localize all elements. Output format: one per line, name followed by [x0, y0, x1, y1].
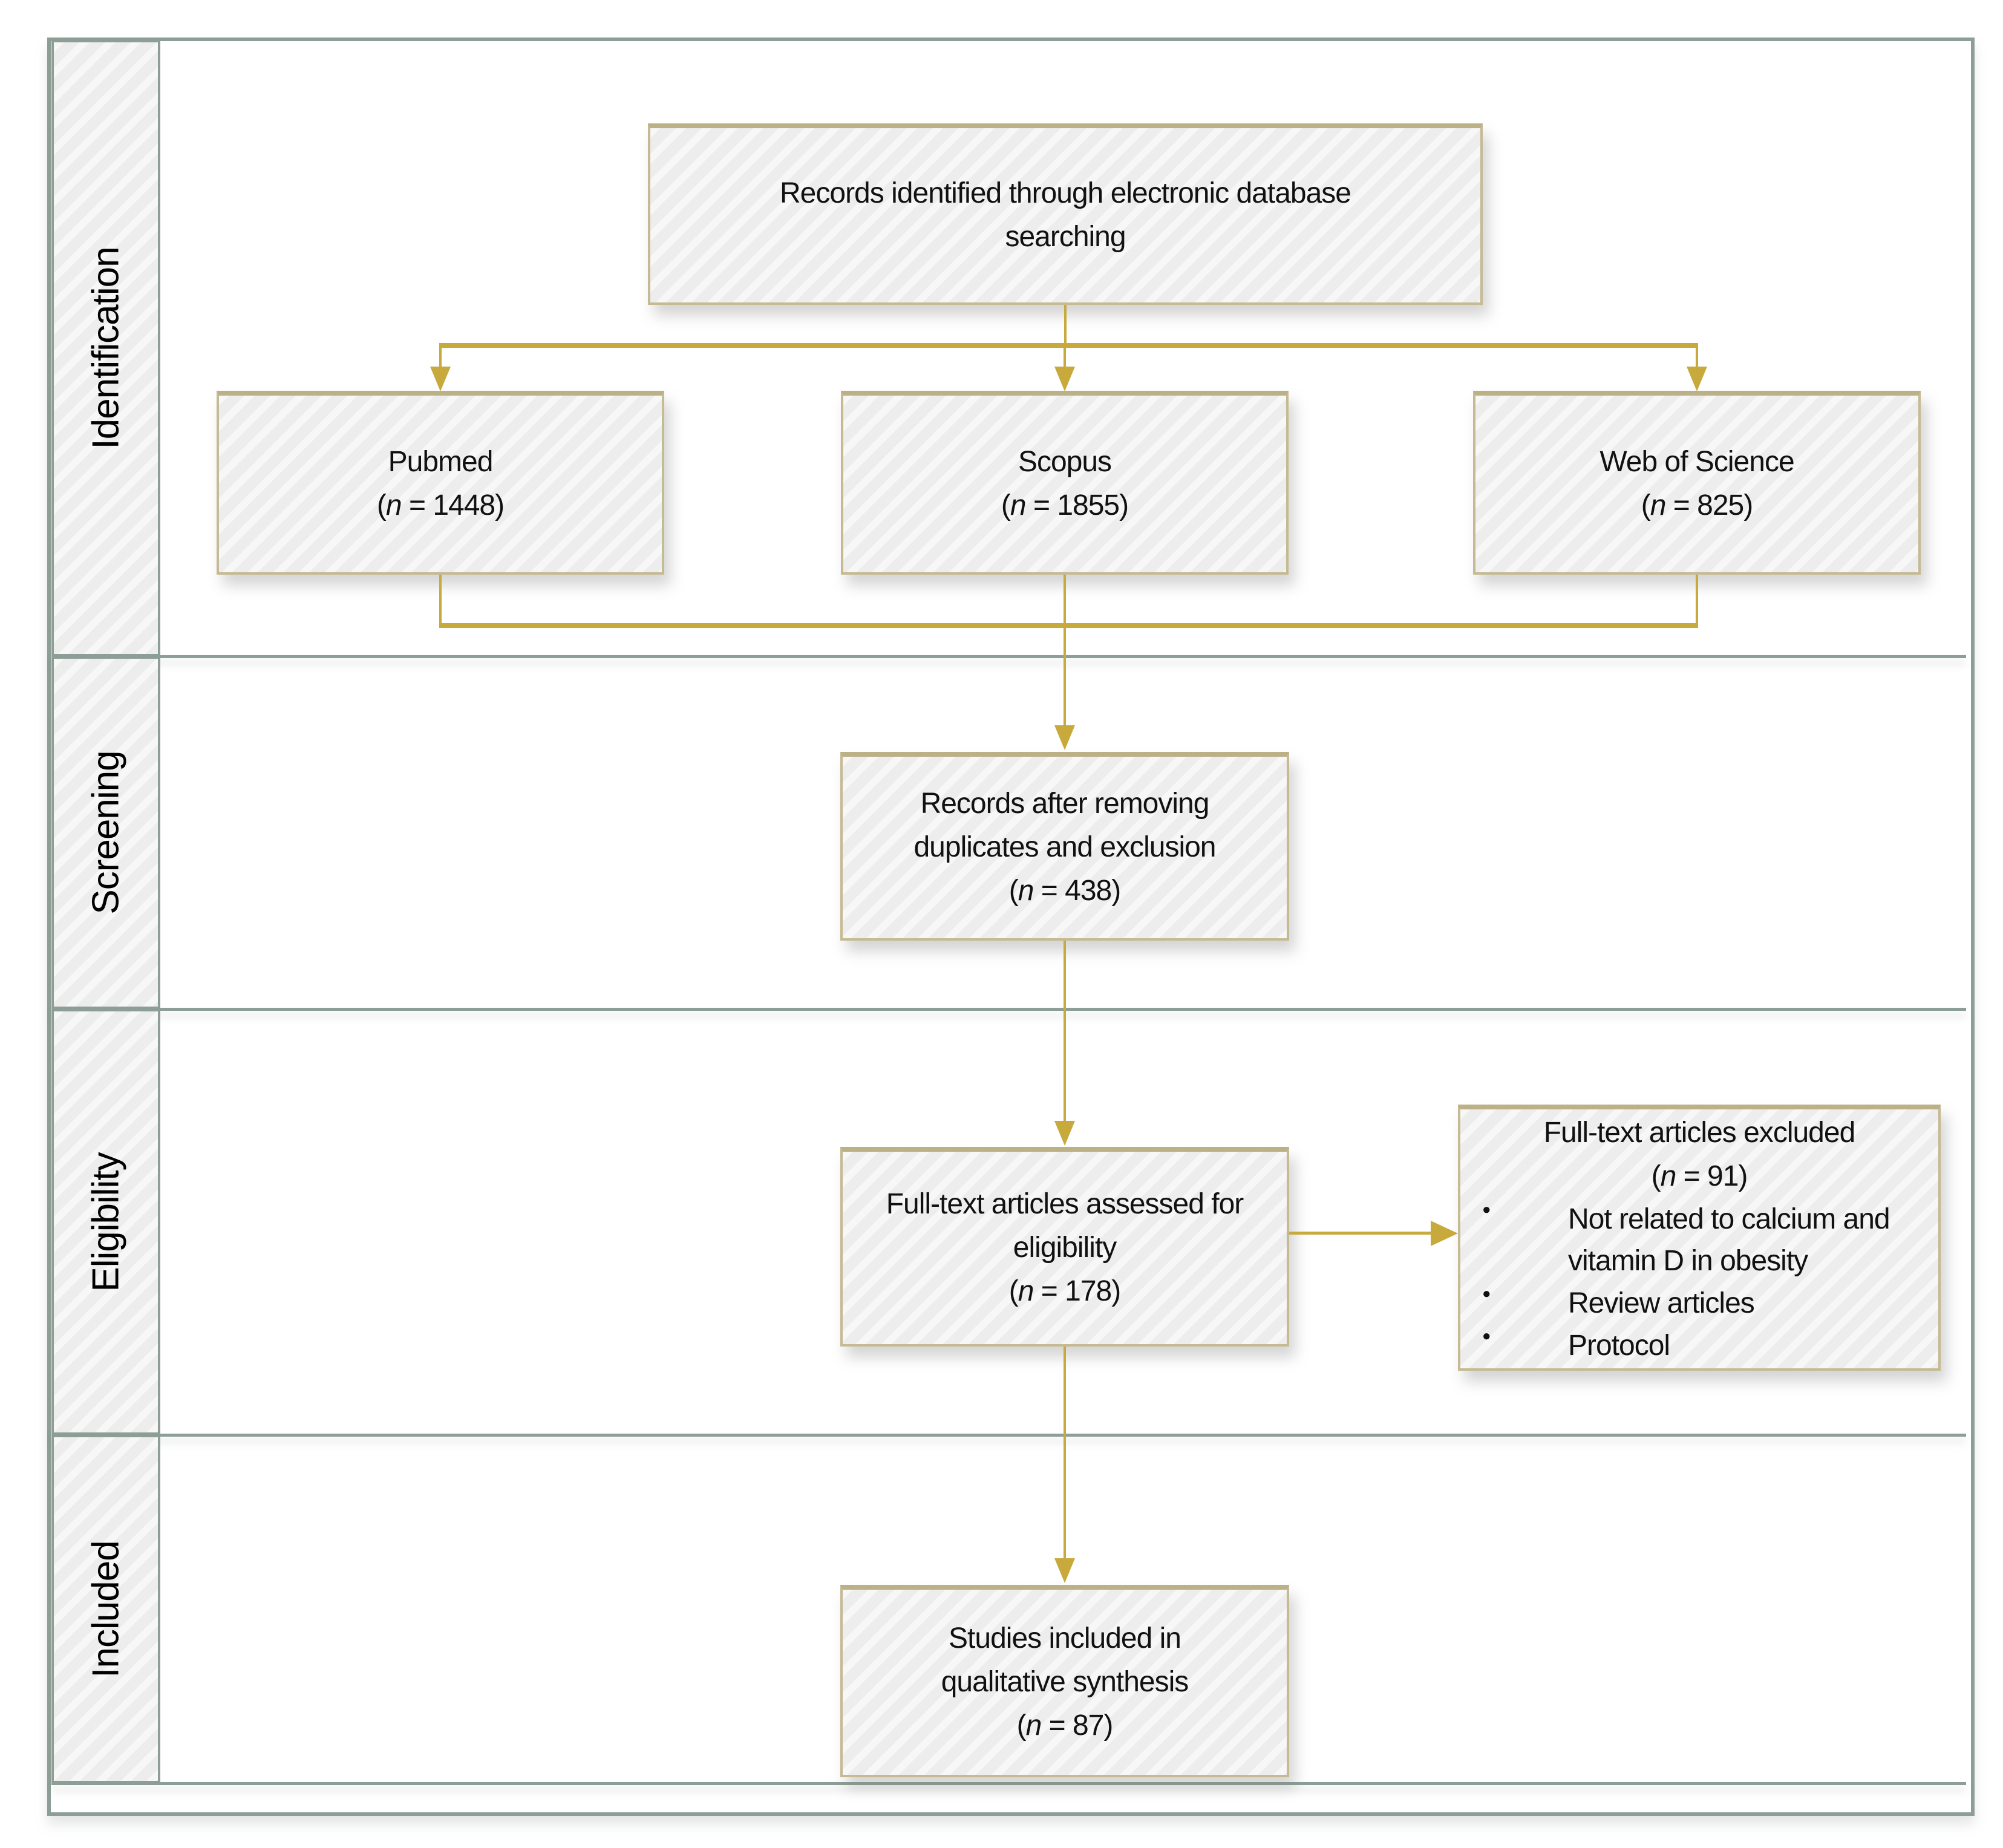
- box-title: Full-text articles excluded: [1543, 1116, 1856, 1149]
- box-count: (n = 825): [1641, 489, 1753, 521]
- stage-divider-line: [51, 1434, 1966, 1437]
- box-text-line: duplicates and exclusion: [913, 831, 1216, 863]
- connector-line-to-excluded: [1289, 1232, 1432, 1235]
- exclusion-reason-item: Protocol: [1466, 1325, 1932, 1367]
- connector-line-scopus-out: [1064, 575, 1066, 625]
- box-text-line: Full-text articles assessed for: [886, 1188, 1244, 1220]
- arrowhead-down-icon: [1687, 367, 1707, 391]
- box-count: (n = 1855): [1001, 489, 1129, 521]
- box-text-line: qualitative synthesis: [941, 1666, 1189, 1698]
- stage-label-screening: Screening: [51, 656, 160, 1009]
- exclusion-reason-list: Not related to calcium and vitamin D in …: [1466, 1198, 1932, 1366]
- box-count: (n = 87): [1016, 1709, 1114, 1742]
- stage-label-eligibility: Eligibility: [51, 1009, 160, 1435]
- diagram-outer-frame: [47, 38, 1975, 1816]
- stage-label-identification: Identification: [51, 40, 160, 656]
- connector-line-to-screening: [1064, 628, 1066, 726]
- box-scopus: Scopus (n = 1855): [841, 391, 1289, 575]
- connector-line-to-eligibility: [1064, 941, 1066, 1122]
- connector-line-pubmed-out: [439, 575, 442, 625]
- arrowhead-right-icon: [1431, 1221, 1458, 1246]
- box-count: (n = 91): [1651, 1160, 1748, 1192]
- connector-line-wos-out: [1696, 575, 1698, 625]
- box-text-line: Records identified through electronic da…: [780, 177, 1351, 209]
- box-text-line: searching: [1005, 221, 1126, 253]
- box-count: (n = 438): [1008, 875, 1121, 907]
- box-title: Scopus: [1018, 446, 1112, 478]
- connector-line-drop-scopus: [1064, 348, 1066, 368]
- box-studies-included: Studies included in qualitative synthesis…: [840, 1585, 1289, 1777]
- box-records-identified: Records identified through electronic da…: [648, 123, 1483, 305]
- box-fulltext-excluded: Full-text articles excluded (n = 91) Not…: [1458, 1105, 1941, 1371]
- arrowhead-down-icon: [1054, 1121, 1075, 1146]
- box-count: (n = 1448): [376, 489, 505, 521]
- box-count: (n = 178): [1008, 1275, 1121, 1307]
- stage-label-text: Identification: [85, 247, 127, 449]
- arrowhead-down-icon: [1054, 367, 1075, 391]
- connector-line-top-split: [439, 343, 1698, 348]
- stage-label-text: Screening: [85, 751, 127, 915]
- arrowhead-down-icon: [1054, 725, 1075, 750]
- connector-line-to-included: [1064, 1347, 1066, 1559]
- box-title: Pubmed: [388, 446, 494, 478]
- box-fulltext-assessed: Full-text articles assessed for eligibili…: [840, 1147, 1289, 1347]
- box-text-line: Studies included in: [949, 1622, 1181, 1654]
- exclusion-reason-item: Not related to calcium and vitamin D in …: [1466, 1198, 1932, 1282]
- box-web-of-science: Web of Science (n = 825): [1473, 391, 1921, 575]
- box-pubmed: Pubmed (n = 1448): [217, 391, 664, 575]
- stage-label-included: Included: [51, 1435, 160, 1783]
- box-text-line: eligibility: [1013, 1232, 1117, 1264]
- box-title: Web of Science: [1599, 446, 1794, 478]
- connector-line-source-stem: [1064, 305, 1067, 345]
- stage-divider-line: [51, 1782, 1966, 1785]
- arrowhead-down-icon: [430, 367, 451, 391]
- arrowhead-down-icon: [1054, 1558, 1075, 1583]
- box-text-line: Records after removing: [920, 788, 1210, 820]
- stage-divider-line: [51, 655, 1966, 658]
- stage-divider-line: [51, 1008, 1966, 1011]
- exclusion-reason-item: Review articles: [1466, 1282, 1932, 1325]
- box-records-after-duplicates: Records after removing duplicates and exc…: [840, 752, 1289, 941]
- stage-label-text: Included: [85, 1540, 127, 1678]
- stage-label-text: Eligibility: [85, 1152, 127, 1292]
- connector-line-drop-pubmed: [439, 348, 442, 368]
- connector-line-collector: [439, 623, 1698, 628]
- connector-line-drop-wos: [1696, 348, 1698, 368]
